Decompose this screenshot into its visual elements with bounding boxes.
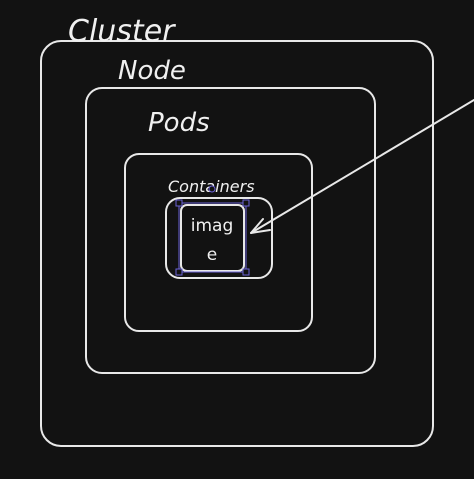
containers-box[interactable] bbox=[165, 197, 273, 279]
arrow-line[interactable] bbox=[250, 99, 474, 234]
resize-handle-bottom-left[interactable] bbox=[175, 268, 183, 276]
image-label-line2: e bbox=[207, 245, 217, 265]
pods-box[interactable] bbox=[124, 153, 313, 332]
arrow-head-icon bbox=[250, 218, 271, 234]
resize-handle-top-right[interactable] bbox=[242, 199, 250, 207]
pods-label: Pods bbox=[148, 108, 210, 138]
resize-handle-bottom-right[interactable] bbox=[242, 268, 250, 276]
cluster-label: Cluster bbox=[68, 14, 176, 49]
selection-frame bbox=[178, 202, 247, 273]
image-label-line1: imag bbox=[191, 216, 234, 236]
cluster-box[interactable] bbox=[40, 40, 434, 447]
node-box[interactable] bbox=[85, 87, 376, 374]
resize-handle-top-left[interactable] bbox=[175, 199, 183, 207]
image-box[interactable] bbox=[180, 204, 245, 272]
rotate-handle[interactable] bbox=[208, 185, 216, 193]
node-label: Node bbox=[118, 56, 186, 86]
